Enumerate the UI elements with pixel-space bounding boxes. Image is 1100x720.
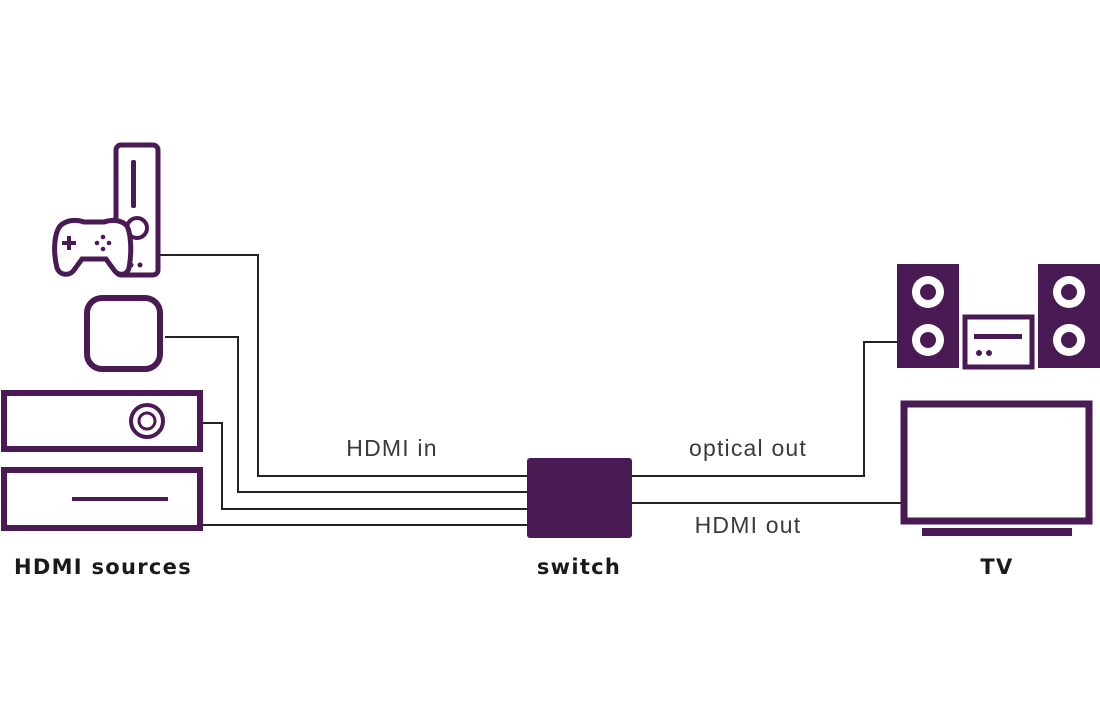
hdmi-sources-label: HDMI sources — [14, 555, 192, 579]
tv-icon — [900, 400, 1093, 536]
hdmi-out-label: HDMI out — [695, 512, 802, 538]
gamepad-icon — [52, 217, 134, 277]
wire-bluray-to-switch — [203, 422, 527, 510]
cable-box-icon — [1, 467, 203, 531]
bluray-player-icon — [1, 390, 203, 452]
wire-console-to-switch — [160, 254, 527, 477]
wire-switch-to-stereo — [632, 341, 897, 477]
streaming-box-icon — [84, 295, 163, 372]
wire-streaming-box-to-switch — [165, 336, 527, 493]
optical-out-label: optical out — [689, 435, 807, 461]
wires — [160, 254, 902, 526]
tv-label: TV — [980, 555, 1013, 579]
switch-label: switch — [537, 555, 621, 579]
stereo-system-icon — [897, 264, 1100, 370]
switch-box-icon — [527, 458, 632, 538]
hdmi-in-label: HDMI in — [346, 435, 437, 461]
